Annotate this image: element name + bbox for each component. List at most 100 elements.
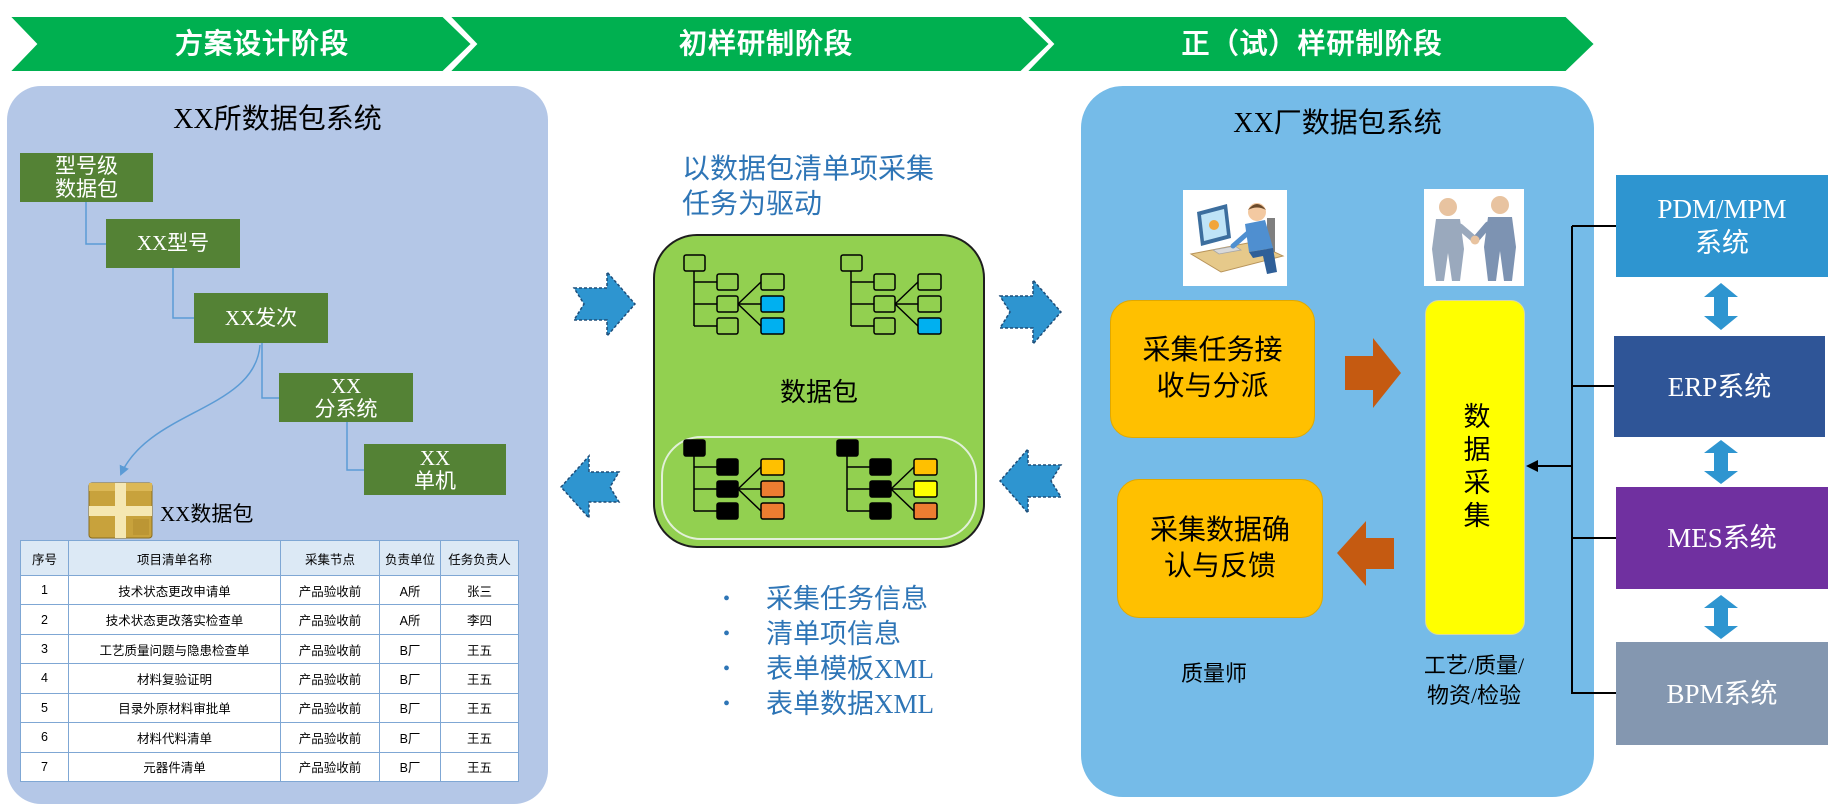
tree-leaf-node: [913, 458, 938, 476]
tree-middle-node: [873, 317, 896, 335]
table-header-row: 序号 项目清单名称 采集节点 负责单位 任务负责人: [20, 540, 519, 576]
cell-owner-person: 王五: [440, 633, 519, 665]
list-item: 表单数据XML: [723, 687, 934, 722]
cell-owner-unit: A所: [379, 574, 441, 606]
hierarchy-connectors: [85, 202, 364, 476]
connector-level2-level3: [172, 268, 194, 319]
checklist-table: 序号 项目清单名称 采集节点 负责单位 任务负责人 1 技术状态更改申请单 产品…: [20, 540, 519, 783]
cell-item-name: 工艺质量问题与隐患检查单: [68, 633, 281, 665]
cell-collect-node: 产品验收前: [280, 663, 380, 694]
table-row: 4 材料复验证明 产品验收前 B厂 王五: [20, 663, 519, 694]
package-icon: [88, 482, 153, 539]
cell-owner-person: 王五: [440, 722, 519, 753]
cell-collect-node: 产品验收前: [280, 751, 380, 783]
table-row: 3 工艺质量问题与隐患检查单 产品验收前 B厂 王五: [20, 633, 519, 665]
data-collect-label: 数据采集: [1459, 401, 1490, 534]
orange-arrow-right: [1345, 338, 1401, 408]
role-quality-engineer: 质量师: [1180, 661, 1247, 686]
system-bpm: BPM系统: [1616, 642, 1828, 745]
cell-index: 2: [20, 604, 69, 635]
header-owner-unit: 负责单位: [379, 540, 441, 576]
system-pdm-mpm: PDM/MPM 系统: [1616, 175, 1828, 277]
cell-collect-node: 产品验收前: [280, 604, 380, 635]
tree-middle-node: [716, 295, 739, 313]
cell-item-name: 元器件清单: [68, 751, 281, 783]
package-contents-list: 采集任务信息 清单项信息 表单模板XML 表单数据XML: [723, 582, 934, 722]
hierarchy-model-package: 型号级 数据包: [20, 153, 153, 202]
handshake-icon: [1424, 189, 1524, 286]
tree-fan-line: [894, 281, 919, 305]
table-row: 5 目录外原材料审批单 产品验收前 B厂 王五: [20, 692, 519, 724]
cell-owner-unit: B厂: [379, 722, 441, 753]
tree-leaf-node: [917, 273, 942, 291]
header-item-name: 项目清单名称: [68, 540, 281, 576]
cell-owner-person: 王五: [440, 751, 519, 783]
tree-middle-node: [716, 458, 739, 476]
data-package-label: 数据包: [779, 378, 858, 407]
cell-index: 7: [20, 751, 69, 783]
system-mes: MES系统: [1616, 487, 1828, 589]
data-collect-box: 数据采集: [1425, 300, 1525, 635]
header-index: 序号: [20, 540, 69, 576]
list-item: 采集任务信息: [723, 582, 934, 617]
cell-owner-person: 王五: [440, 692, 519, 724]
tree-middle-node: [873, 273, 896, 291]
role-process-quality-material-inspection: 工艺/质量/ 物资/检验: [1423, 653, 1525, 708]
stage-chevron-2: [446, 15, 1052, 73]
blue-arrow-left-bottom-right: [999, 447, 1063, 515]
tree-leaf-node: [760, 317, 785, 335]
cell-item-name: 技术状态更改落实检查单: [68, 604, 281, 635]
tree-fan-line: [890, 466, 915, 490]
system-connectors: [1526, 225, 1616, 694]
cell-collect-node: 产品验收前: [280, 722, 380, 753]
tree-middle-node: [716, 273, 739, 291]
connector-level3-level4: [261, 343, 279, 399]
tree-leaf-node: [917, 317, 942, 335]
cell-owner-unit: B厂: [379, 692, 441, 724]
double-arrow-erp-mes: [1704, 440, 1738, 484]
table-row: 6 材料代料清单 产品验收前 B厂 王五: [20, 722, 519, 753]
cell-item-name: 材料代料清单: [68, 722, 281, 753]
tree-fan-line: [737, 281, 762, 305]
tree-structure-icons: [683, 254, 942, 520]
tree-fan-line: [737, 466, 762, 490]
tree-middle-node: [869, 458, 892, 476]
tree-root-node: [683, 439, 706, 457]
stage-label-production: 正（试）样研制阶段: [1181, 28, 1443, 59]
cell-owner-unit: B厂: [379, 751, 441, 783]
tree-middle-node: [873, 295, 896, 313]
table-row: 2 技术状态更改落实检查单 产品验收前 A所 李四: [20, 604, 519, 635]
table-row: 7 元器件清单 产品验收前 B厂 王五: [20, 751, 519, 783]
data-package-inner-group: [661, 436, 977, 540]
tree-fan-line: [894, 303, 919, 327]
data-confirm-feedback-box: 采集数据确 认与反馈: [1117, 479, 1323, 618]
cell-owner-unit: B厂: [379, 663, 441, 694]
tree-icon-bottom-left: [683, 439, 785, 520]
stage-label-prototype: 初样研制阶段: [678, 28, 853, 59]
connector-level1-level2: [85, 202, 106, 245]
blue-arrow-right-top-right: [998, 278, 1062, 346]
institute-system-title: XX所数据包系统: [173, 104, 382, 135]
task-receive-dispatch-box: 采集任务接 收与分派: [1110, 300, 1315, 438]
header-owner-person: 任务负责人: [440, 540, 519, 576]
hierarchy-subsystem: XX 分系统: [279, 373, 413, 422]
tree-leaf-node: [913, 480, 938, 498]
computer-user-icon: [1183, 190, 1287, 286]
cell-index: 6: [20, 722, 69, 753]
tree-root-node: [840, 254, 863, 272]
stage-label-design: 方案设计阶段: [174, 28, 349, 59]
cell-item-name: 技术状态更改申请单: [68, 574, 281, 606]
tree-leaf-node: [760, 273, 785, 291]
driver-description: 以数据包清单项采集 任务为驱动: [682, 154, 935, 220]
tree-middle-node: [716, 480, 739, 498]
tree-root-node: [683, 254, 706, 272]
stage-banner: [6, 15, 1597, 73]
list-item: 清单项信息: [723, 617, 934, 652]
cell-index: 3: [20, 633, 69, 665]
hierarchy-model: XX型号: [106, 219, 240, 268]
table-row: 1 技术状态更改申请单 产品验收前 A所 张三: [20, 574, 519, 606]
tree-root-node: [836, 439, 859, 457]
tree-leaf-node: [760, 295, 785, 313]
